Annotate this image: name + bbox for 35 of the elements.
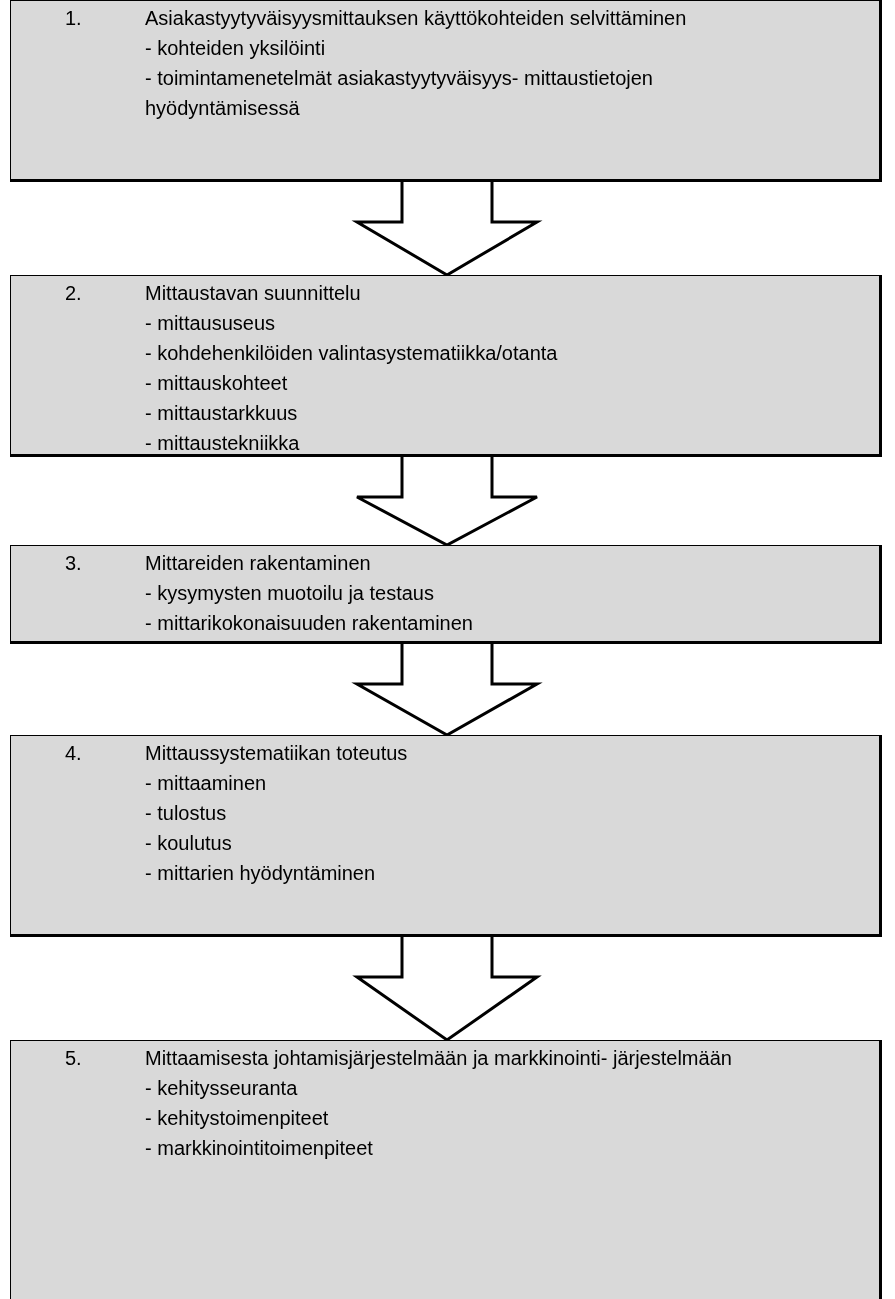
list-item: - kohdehenkilöiden valintasystematiikka/otanta	[145, 341, 559, 366]
list-item: - mittaustarkkuus	[145, 401, 299, 426]
step-title: Mittareiden rakentaminen	[145, 551, 372, 576]
block-arrow	[352, 935, 542, 1042]
list-item: - mittaaminen	[145, 771, 268, 796]
step-title: Asiakastyytyväisyysmittauksen käyttökohteiden selvittäminen	[145, 6, 688, 31]
step-number: 2.	[65, 281, 83, 306]
list-item: - mittaustekniikka	[145, 431, 301, 456]
block-arrow	[355, 455, 539, 547]
list-item: - mittaususeus	[145, 311, 277, 336]
step-box	[10, 735, 882, 937]
list-item: - mittauskohteet	[145, 371, 289, 396]
list-item: - tulostus	[145, 801, 228, 826]
step-title: Mittaussystematiikan toteutus	[145, 741, 409, 766]
block-arrow	[351, 642, 543, 737]
step-title: Mittaustavan suunnittelu	[145, 281, 362, 306]
step-box	[10, 275, 882, 457]
list-item: - koulutus	[145, 831, 233, 856]
step-number: 4.	[65, 741, 83, 766]
step-box	[10, 1040, 882, 1299]
list-item: - mittarien hyödyntäminen	[145, 861, 377, 886]
step-title: Mittaamisesta johtamisjärjestelmään ja markkinointi- järjestelmään	[145, 1046, 733, 1071]
step-number: 5.	[65, 1046, 83, 1071]
list-item: - kehitysseuranta	[145, 1076, 299, 1101]
step-box	[10, 0, 882, 182]
step-box	[10, 545, 882, 644]
list-item: - kehitystoimenpiteet	[145, 1106, 330, 1131]
block-arrow	[351, 180, 543, 277]
step-number: 3.	[65, 551, 83, 576]
step-number: 1.	[65, 6, 83, 31]
list-item: - mittarikokonaisuuden rakentaminen	[145, 611, 474, 636]
list-item: - kohteiden yksilöinti	[145, 36, 327, 61]
list-item: - toimintamenetelmät asiakastyytyväisyys- mittaustietojen hyödyntämisessä	[145, 66, 654, 121]
list-item: - markkinointitoimenpiteet	[145, 1136, 374, 1161]
list-item: - kysymysten muotoilu ja testaus	[145, 581, 435, 606]
